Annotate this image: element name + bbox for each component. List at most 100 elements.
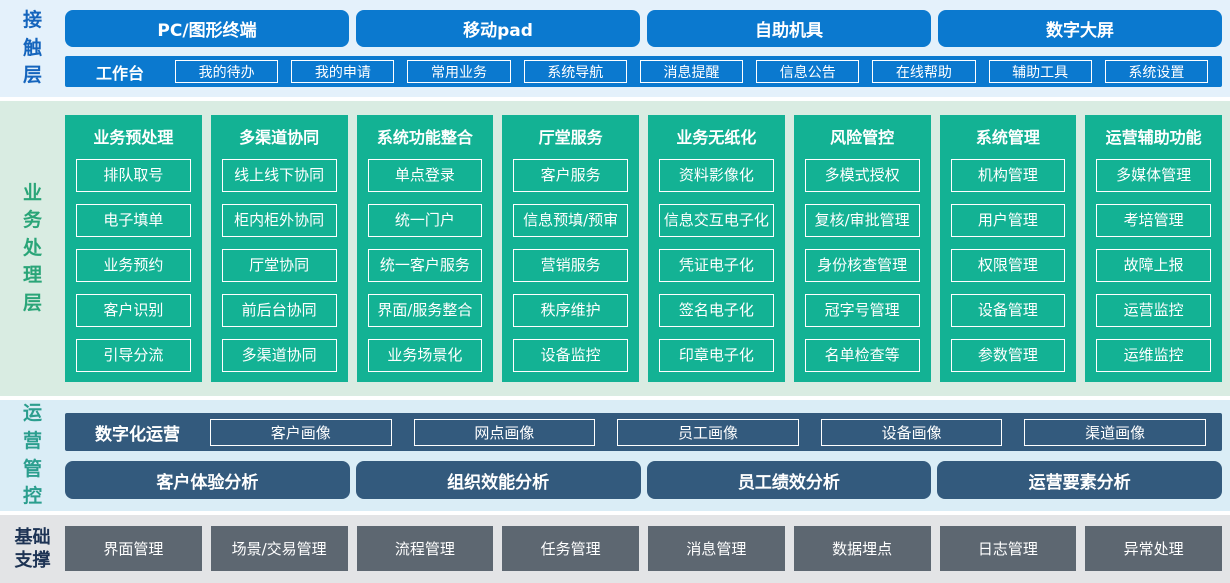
analysis-button[interactable]: 客户体验分析	[65, 461, 350, 499]
business-column-title: 业务无纸化	[676, 128, 757, 147]
business-item[interactable]: 信息预填/预审	[513, 204, 628, 237]
business-item[interactable]: 名单检查等	[804, 339, 920, 372]
business-item[interactable]: 排队取号	[76, 159, 191, 192]
business-item[interactable]: 柜内柜外协同	[221, 204, 337, 237]
workbench-item[interactable]: 消息提醒	[639, 60, 744, 83]
business-item[interactable]: 运维监控	[1096, 339, 1211, 372]
workbench-item[interactable]: 系统设置	[1104, 60, 1208, 83]
business-item[interactable]: 客户服务	[513, 159, 628, 192]
terminal-button[interactable]: 移动pad	[356, 10, 640, 47]
business-item[interactable]: 营销服务	[513, 249, 628, 282]
business-item[interactable]: 复核/审批管理	[804, 204, 920, 237]
business-item[interactable]: 参数管理	[950, 339, 1066, 372]
business-item[interactable]: 统一门户	[367, 204, 483, 237]
business-item[interactable]: 多渠道协同	[221, 339, 337, 372]
business-item[interactable]: 考培管理	[1096, 204, 1211, 237]
workbench-item[interactable]: 系统导航	[523, 60, 627, 83]
workbench-item[interactable]: 常用业务	[407, 60, 511, 83]
business-column-items: 排队取号电子填单业务预约客户识别引导分流	[76, 153, 191, 372]
business-item[interactable]: 信息交互电子化	[659, 204, 774, 237]
business-item[interactable]: 秩序维护	[513, 294, 628, 327]
business-item[interactable]: 电子填单	[76, 204, 191, 237]
business-column-title: 系统管理	[975, 128, 1040, 147]
workbench-item[interactable]: 我的申请	[291, 60, 395, 83]
foundation-item[interactable]: 界面管理	[65, 526, 202, 571]
terminal-button[interactable]: 自助机具	[647, 10, 931, 47]
digital-operations-label: 数字化运营	[95, 424, 180, 445]
business-item[interactable]: 统一客户服务	[367, 249, 483, 282]
business-column-items: 多媒体管理考培管理故障上报运营监控运维监控	[1096, 153, 1211, 372]
business-item[interactable]: 多模式授权	[804, 159, 920, 192]
business-item[interactable]: 故障上报	[1096, 249, 1211, 282]
digital-operations-item[interactable]: 员工画像	[617, 418, 799, 446]
business-item[interactable]: 设备管理	[950, 294, 1066, 327]
analysis-button[interactable]: 员工绩效分析	[646, 461, 932, 499]
business-layer-content: 业务预处理排队取号电子填单业务预约客户识别引导分流多渠道协同 线上线下协同柜内柜外…	[65, 101, 1230, 396]
business-item[interactable]: 权限管理	[950, 249, 1066, 282]
business-item[interactable]: 运营监控	[1096, 294, 1211, 327]
business-column-title: 系统功能整合	[376, 128, 473, 147]
foundation-layer-content: 界面管理场景/交易管理流程管理任务管理消息管理数据埋点日志管理异常处理	[65, 515, 1230, 583]
foundation-layer-label: 基础 支撑	[14, 526, 51, 571]
analysis-button-row: 客户体验分析组织效能分析员工绩效分析运营要素分析	[65, 461, 1222, 499]
business-item[interactable]: 凭证电子化	[659, 249, 774, 282]
business-column-title: 风险管控	[830, 128, 895, 147]
business-column-items: 客户服务信息预填/预审营销服务秩序维护设备监控	[513, 153, 628, 372]
business-item[interactable]: 线上线下协同	[221, 159, 337, 192]
digital-operations-item[interactable]: 客户画像	[210, 418, 392, 446]
business-column-items: 单点登录统一门户统一客户服务界面/服务整合业务场景化	[367, 153, 483, 372]
foundation-item[interactable]: 任务管理	[502, 526, 639, 571]
business-item[interactable]: 厅堂协同	[221, 249, 337, 282]
business-column: 厅堂服务客户服务信息预填/预审营销服务秩序维护设备监控	[502, 115, 639, 382]
business-column: 运营辅助功能多媒体管理考培管理故障上报运营监控运维监控	[1085, 115, 1222, 382]
foundation-item[interactable]: 场景/交易管理	[210, 526, 348, 571]
contact-layer-label: 接 触 层	[22, 9, 42, 87]
business-item[interactable]: 用户管理	[950, 204, 1066, 237]
business-processing-layer: 业 务 处 理 层 业务预处理排队取号电子填单业务预约客户识别引导分流多渠道协同…	[0, 101, 1230, 396]
business-column-title: 业务预处理	[93, 128, 174, 147]
business-column: 风险管控多模式授权复核/审批管理身份核查管理冠字号管理名单检查等	[793, 115, 931, 382]
foundation-item[interactable]: 日志管理	[939, 526, 1077, 571]
workbench-item[interactable]: 信息公告	[756, 60, 860, 83]
business-item[interactable]: 身份核查管理	[804, 249, 920, 282]
workbench-items: 我的待办我的申请常用业务系统导航消息提醒信息公告在线帮助辅助工具系统设置	[175, 60, 1208, 83]
digital-operations-item[interactable]: 设备画像	[820, 418, 1003, 446]
business-item[interactable]: 资料影像化	[659, 159, 774, 192]
analysis-button[interactable]: 组织效能分析	[355, 461, 641, 499]
business-item[interactable]: 前后台协同	[221, 294, 337, 327]
foundation-item[interactable]: 数据埋点	[793, 526, 931, 571]
business-item[interactable]: 单点登录	[367, 159, 483, 192]
foundation-item[interactable]: 异常处理	[1085, 526, 1222, 571]
foundation-item[interactable]: 流程管理	[356, 526, 494, 571]
terminal-button[interactable]: 数字大屏	[938, 10, 1222, 47]
workbench-item[interactable]: 在线帮助	[872, 60, 976, 83]
business-column-items: 机构管理用户管理权限管理设备管理参数管理	[950, 153, 1066, 372]
business-item[interactable]: 印章电子化	[659, 339, 774, 372]
digital-operations-item[interactable]: 渠道画像	[1024, 418, 1206, 446]
foundation-item[interactable]: 消息管理	[648, 526, 785, 571]
business-item[interactable]: 设备监控	[513, 339, 628, 372]
business-column: 业务预处理排队取号电子填单业务预约客户识别引导分流	[65, 115, 202, 382]
business-item[interactable]: 业务预约	[76, 249, 191, 282]
operations-layer-label: 运 营 管 控	[22, 402, 42, 508]
business-item[interactable]: 业务场景化	[367, 339, 483, 372]
operations-control-layer: 运 营 管 控 数字化运营 客户画像网点画像员工画像设备画像渠道画像 客户体验分…	[0, 400, 1230, 511]
business-item[interactable]: 客户识别	[76, 294, 191, 327]
business-column-items: 多模式授权复核/审批管理身份核查管理冠字号管理名单检查等	[804, 153, 920, 372]
business-item[interactable]: 机构管理	[950, 159, 1066, 192]
business-item[interactable]: 多媒体管理	[1096, 159, 1211, 192]
terminal-button[interactable]: PC/图形终端	[65, 10, 349, 47]
workbench-item[interactable]: 我的待办	[175, 60, 279, 83]
analysis-button[interactable]: 运营要素分析	[937, 461, 1222, 499]
business-item[interactable]: 签名电子化	[659, 294, 774, 327]
business-item[interactable]: 引导分流	[76, 339, 191, 372]
business-item[interactable]: 冠字号管理	[804, 294, 920, 327]
digital-operations-item[interactable]: 网点画像	[413, 418, 596, 446]
workbench-item[interactable]: 辅助工具	[988, 60, 1092, 83]
business-column: 多渠道协同线上线下协同柜内柜外协同厅堂协同前后台协同多渠道协同	[210, 115, 348, 382]
business-item[interactable]: 界面/服务整合	[367, 294, 483, 327]
business-column-title: 厅堂服务	[538, 128, 603, 147]
